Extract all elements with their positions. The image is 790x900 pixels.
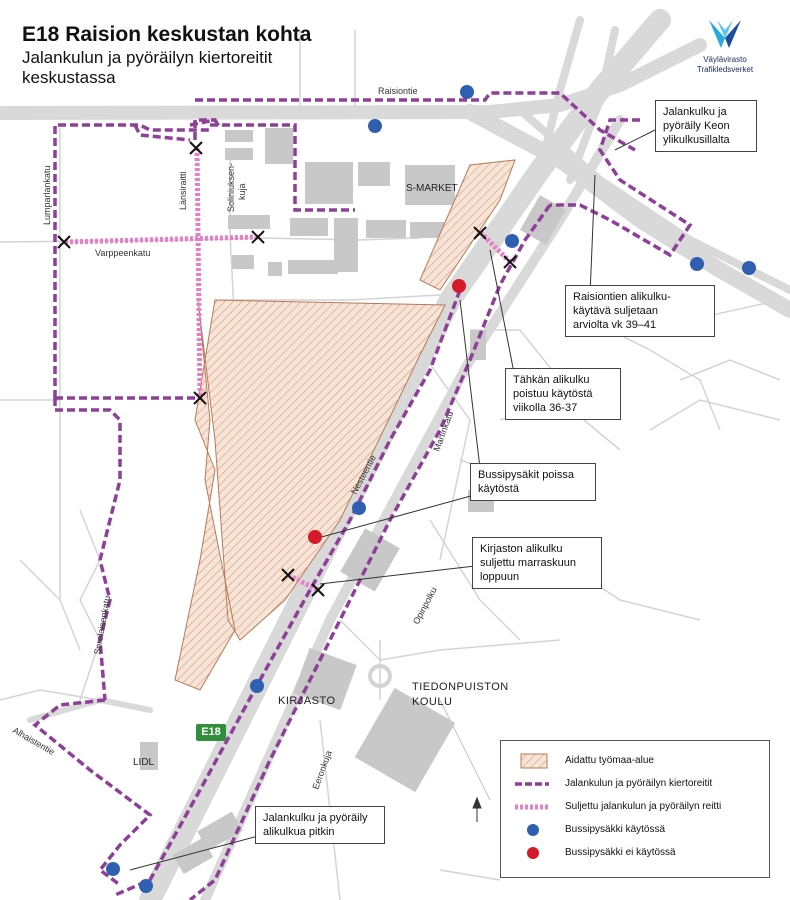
legend-label-bus-active: Bussipysäkki käytössä bbox=[565, 824, 666, 835]
street-label-lumparlankatu: Lumparlankatu bbox=[42, 165, 52, 225]
buildings bbox=[140, 128, 566, 875]
street-label-varppeenkatu: Varppeenkatu bbox=[95, 248, 150, 258]
legend-item-bus-active: Bussipysäkki käytössä bbox=[511, 818, 759, 841]
bus-stop-active bbox=[368, 119, 382, 133]
legend-label-worksite: Aidattu työmaa-alue bbox=[565, 755, 654, 766]
callout-alikulkua: Jalankulku ja pyöräily alikulkua pitkin bbox=[255, 806, 385, 844]
title-subtitle-line1: Jalankulun ja pyöräilyn kiertoreitit bbox=[22, 48, 273, 67]
street-label-raisiontie: Raisiontie bbox=[378, 86, 418, 96]
place-label-kirjasto: KIRJASTO bbox=[278, 695, 336, 707]
callout-tahkan-line3: viikolla 36-37 bbox=[513, 402, 578, 414]
purple-dashed-line-icon bbox=[515, 781, 549, 786]
place-label-tiedonpuisto-1: TIEDONPUISTON bbox=[412, 681, 509, 693]
logo-text-line2: Trafikledsverket bbox=[696, 65, 754, 74]
legend-item-detour: Jalankulun ja pyöräilyn kiertoreitit bbox=[511, 772, 759, 795]
callout-raisiontien-line1: Raisiontien alikulku- bbox=[573, 291, 671, 303]
street-label-sorolaisenkatu: Sorolaisenkatu bbox=[92, 595, 112, 655]
logo-text-line1: Väylävirasto bbox=[703, 55, 747, 64]
legend-item-worksite: Aidattu työmaa-alue bbox=[511, 749, 759, 772]
bus-stop-active bbox=[139, 879, 153, 893]
callout-tahkan-line2: poistuu käytöstä bbox=[513, 388, 593, 400]
bus-stop-active bbox=[460, 85, 474, 99]
callout-bussi-line2: käytöstä bbox=[478, 483, 519, 495]
callout-tahkan: Tähkän alikulku poistuu käytöstä viikoll… bbox=[505, 368, 621, 420]
bus-stop-active bbox=[742, 261, 756, 275]
street-label-soliniuksenkuja-2: kuja bbox=[237, 183, 247, 200]
detour-routes bbox=[32, 91, 693, 900]
callout-alikulkua-line2: alikulkua pitkin bbox=[263, 826, 335, 838]
callout-raisiontien-line3: arviolta vk 39–41 bbox=[573, 319, 657, 331]
map-legend: Aidattu työmaa-alue Jalankulun ja pyöräi… bbox=[500, 740, 770, 878]
bus-stop-active bbox=[505, 234, 519, 248]
legend-label-closed: Suljettu jalankulun ja pyöräilyn reitti bbox=[565, 801, 722, 812]
street-label-opinpolku: Opinpolku bbox=[411, 585, 439, 625]
bus-stop-inactive bbox=[308, 530, 322, 544]
map-title: E18 Raision keskustan kohta Jalankulun j… bbox=[22, 22, 311, 88]
callout-tahkan-line1: Tähkän alikulku bbox=[513, 374, 590, 386]
callout-kirjaston-line3: loppuun bbox=[480, 571, 520, 583]
callout-raisiontien-line2: käytävä suljetaan bbox=[573, 305, 658, 317]
bus-stop-active bbox=[352, 501, 366, 515]
callout-keon: Jalankulku ja pyöräily Keon ylikulkusill… bbox=[655, 100, 757, 152]
bus-stop-active bbox=[250, 679, 264, 693]
place-label-lidl: LIDL bbox=[133, 757, 155, 768]
roundabout bbox=[368, 664, 392, 688]
closure-markers bbox=[57, 141, 517, 597]
worksite-area-north bbox=[419, 159, 516, 291]
callout-keon-line3: ylikulkusillalta bbox=[663, 134, 730, 146]
bus-stop-active bbox=[690, 257, 704, 271]
bus-stop-inactive bbox=[452, 279, 466, 293]
street-label-alhaistentie: Alhaistentie bbox=[11, 725, 56, 757]
callout-kirjaston: Kirjaston alikulku suljettu marraskuun l… bbox=[472, 537, 602, 589]
title-heading: E18 Raision keskustan kohta bbox=[22, 23, 312, 46]
title-subtitle-line2: keskustassa bbox=[22, 68, 116, 87]
vaylavirasto-logo-icon bbox=[709, 20, 741, 48]
worksite-area-main bbox=[174, 299, 446, 691]
callout-keon-line1: Jalankulku ja bbox=[663, 106, 727, 118]
bus-stop-active bbox=[106, 862, 120, 876]
street-label-soliniuksenkuja-1: Soliniuksen- bbox=[226, 163, 236, 212]
callout-kirjaston-line1: Kirjaston alikulku bbox=[480, 543, 563, 555]
north-arrow-icon bbox=[472, 796, 482, 822]
place-label-tiedonpuisto-2: KOULU bbox=[412, 696, 452, 708]
callout-leaders bbox=[129, 129, 656, 871]
hatched-area-icon bbox=[520, 753, 548, 768]
place-label-smarket: S-MARKET bbox=[406, 183, 458, 194]
legend-item-bus-inactive: Bussipysäkki ei käytössä bbox=[511, 841, 759, 864]
vaylavirasto-logo: Väylävirasto Trafikledsverket bbox=[680, 18, 770, 75]
bus-stops bbox=[106, 85, 756, 893]
callout-raisiontien: Raisiontien alikulku- käytävä suljetaan … bbox=[565, 285, 715, 337]
legend-label-bus-inactive: Bussipysäkki ei käytössä bbox=[565, 847, 676, 858]
legend-label-detour: Jalankulun ja pyöräilyn kiertoreitit bbox=[565, 778, 713, 789]
e18-road-shield: E18 bbox=[196, 724, 226, 741]
street-label-eeronkuja: Eeronkuja bbox=[310, 749, 333, 791]
callout-alikulkua-line1: Jalankulku ja pyöräily bbox=[263, 812, 368, 824]
callout-bussi: Bussipysäkit poissa käytöstä bbox=[470, 463, 596, 501]
street-label-lansiraitti: Länsiraitti bbox=[178, 171, 188, 210]
callout-kirjaston-line2: suljettu marraskuun bbox=[480, 557, 576, 569]
legend-item-closed: Suljettu jalankulun ja pyöräilyn reitti bbox=[511, 795, 759, 818]
red-dot-icon bbox=[527, 846, 539, 859]
callout-bussi-line1: Bussipysäkit poissa bbox=[478, 469, 574, 481]
callout-keon-line2: pyöräily Keon bbox=[663, 120, 730, 132]
main-roads bbox=[0, 9, 790, 900]
pink-dashed-line-icon bbox=[515, 804, 549, 809]
blue-dot-icon bbox=[527, 823, 539, 836]
